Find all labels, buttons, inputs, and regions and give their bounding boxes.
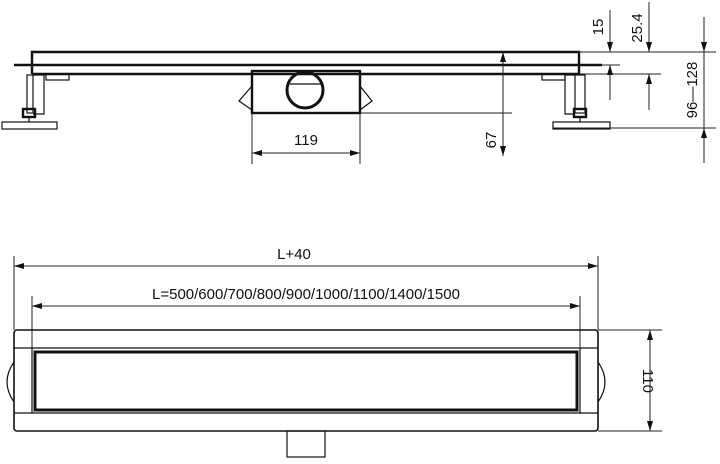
side-view: 119 67 15 25.4 96—128 — [1, 2, 716, 164]
dimension-length-options: L=500/600/700/800/900/1000/1100/1400/150… — [31, 286, 581, 348]
dimension-15: 15 — [590, 10, 613, 100]
outlet-pipe — [286, 430, 326, 458]
drain-frame-outline — [13, 329, 599, 432]
left-tab — [45, 73, 70, 81]
dimension-119: 119 — [251, 113, 361, 164]
dim-15-label: 15 — [590, 19, 607, 36]
grate-top-plate — [30, 50, 581, 74]
dimension-67: 67 — [360, 52, 512, 156]
total-length-label: L+40 — [277, 246, 311, 263]
dimension-25-4: 25.4 — [629, 2, 652, 110]
dimension-total-length: L+40 — [13, 246, 599, 330]
right-end-cap — [597, 361, 606, 403]
dim-110-label: 110 — [639, 369, 656, 393]
left-end-cap — [6, 361, 15, 403]
outlet-box — [238, 69, 373, 115]
right-adjustable-foot — [552, 74, 611, 130]
dim-67-label: 67 — [483, 132, 500, 149]
top-view: L+40 L=500/600/700/800/900/1000/1100/140… — [6, 246, 662, 458]
length-options-label: L=500/600/700/800/900/1000/1100/1400/150… — [152, 286, 460, 303]
dim-96-128-label: 96—128 — [684, 62, 701, 119]
grate-insert — [33, 350, 579, 412]
dim-25-4-label: 25.4 — [629, 13, 646, 42]
dimension-96-128: 96—128 — [684, 17, 707, 163]
outlet-pipe-circle — [285, 70, 325, 110]
left-adjustable-foot — [1, 74, 58, 130]
dimension-110: 110 — [598, 329, 662, 432]
dim-119-label: 119 — [294, 132, 318, 149]
